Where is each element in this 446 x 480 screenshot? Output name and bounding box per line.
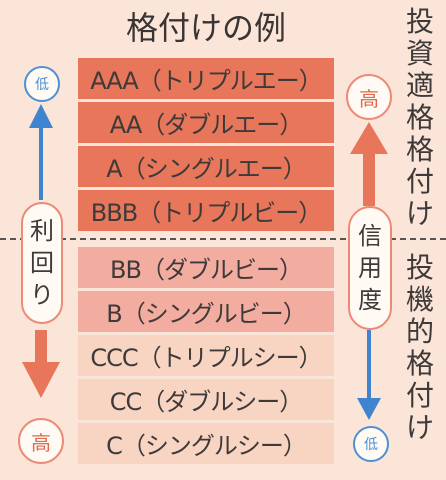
credit-pill: 信 用 度 — [348, 206, 392, 330]
yield-pill-char: り — [30, 281, 54, 309]
rating-bar-aa: AA（ダブルエー） — [78, 102, 334, 143]
diagram-title: 格付けの例 — [125, 9, 286, 47]
rating-label: A（シングルエー） — [106, 155, 306, 183]
credit-pill-char: 信 — [358, 222, 382, 250]
yield-high-badge: 高 — [18, 418, 64, 464]
credit-high-badge: 高 — [346, 74, 392, 120]
credit-pill-char: 度 — [358, 286, 382, 314]
right-up-arrowhead — [350, 122, 388, 154]
left-up-arrowhead — [29, 104, 53, 128]
right-down-arrowhead — [357, 398, 381, 420]
yield-low-badge: 低 — [24, 66, 60, 102]
rating-bar-b: B（シングルビー） — [78, 291, 334, 332]
rating-bar-a: A（シングルエー） — [78, 146, 334, 187]
rating-label: AAA（トリプルエー） — [90, 67, 323, 95]
rating-bar-bbb: BBB（トリプルビー） — [78, 190, 334, 231]
speculative-grade-label: 投 機 的 格 付 け — [405, 251, 434, 444]
rating-label: BB（ダブルビー） — [110, 256, 303, 284]
investment-grade-divider — [0, 238, 446, 240]
rating-bar-aaa: AAA（トリプルエー） — [78, 58, 334, 99]
right-up-arrow-shaft — [363, 150, 375, 206]
rating-label: BBB（トリプルビー） — [90, 199, 322, 227]
rating-label: CCC（トリプルシー） — [90, 344, 322, 372]
rating-label: C（シングルシー） — [106, 432, 307, 460]
rating-label: CC（ダブルシー） — [109, 388, 304, 416]
investment-grade-label: 投 資 適 格 格 付 け — [405, 5, 434, 230]
credit-pill-char: 用 — [358, 254, 382, 282]
yield-pill: 利 回 り — [21, 202, 63, 324]
yield-pill-char: 利 — [30, 217, 54, 245]
left-down-arrowhead — [22, 362, 60, 398]
rating-bar-cc: CC（ダブルシー） — [78, 379, 334, 420]
rating-label: AA（ダブルエー） — [109, 111, 304, 139]
rating-bar-c: C（シングルシー） — [78, 423, 334, 464]
yield-pill-char: 回 — [30, 249, 54, 277]
rating-bar-ccc: CCC（トリプルシー） — [78, 335, 334, 376]
rating-label: B（シングルビー） — [106, 300, 306, 328]
credit-low-badge: 低 — [353, 426, 389, 462]
left-down-arrow-shaft — [35, 330, 47, 364]
rating-bar-bb: BB（ダブルビー） — [78, 247, 334, 288]
